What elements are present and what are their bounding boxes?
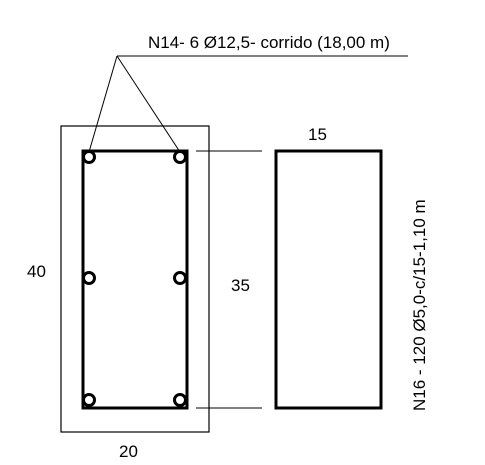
rebar-mid-left bbox=[82, 271, 96, 285]
stirrup-in-section bbox=[81, 149, 189, 410]
stirrup-height-label: 35 bbox=[231, 276, 250, 295]
stirrup-width-label: 15 bbox=[308, 125, 327, 144]
section-width-label: 20 bbox=[119, 442, 138, 461]
stirrup-detail bbox=[274, 149, 383, 410]
rebar-bottom-left bbox=[82, 393, 96, 407]
longitudinal-rebar-label: N14- 6 Ø12,5- corrido (18,00 m) bbox=[148, 33, 390, 52]
rebar-bottom-right bbox=[173, 393, 187, 407]
leader-line-left bbox=[88, 55, 118, 153]
rebar-mid-right bbox=[173, 271, 187, 285]
rebar-leader bbox=[88, 55, 408, 153]
rebar-group bbox=[82, 150, 187, 407]
section-height-label: 40 bbox=[27, 262, 46, 281]
leader-line-right bbox=[116, 55, 181, 153]
rebar-top-left bbox=[82, 150, 96, 164]
rebar-top-right bbox=[173, 150, 187, 164]
concrete-section-outline bbox=[60, 125, 210, 433]
stirrup-spec-label: N16 - 120 Ø5,0-c/15-1,10 m bbox=[410, 199, 429, 411]
